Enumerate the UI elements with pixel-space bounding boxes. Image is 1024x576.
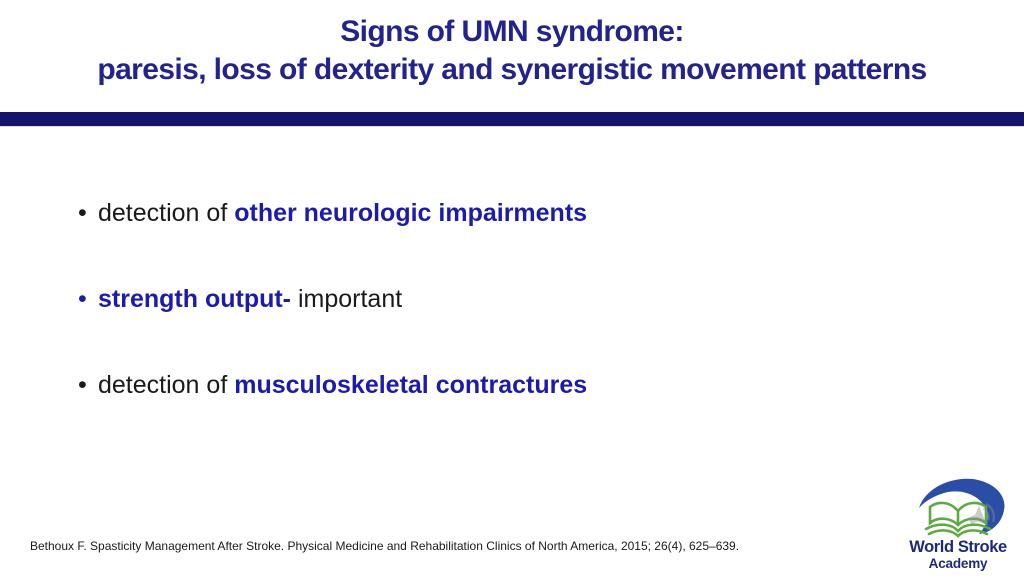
bullet-text-prefix: detection of (98, 199, 235, 227)
bullet-item-1: • detection of other neurologic impairmen… (78, 198, 587, 229)
slide-title-line1: Signs of UMN syndrome: (340, 15, 684, 48)
open-book-with-blue-swoosh-icon (919, 478, 1005, 538)
bullet-marker: • (78, 199, 87, 227)
bullet-text-prefix: detection of (98, 371, 235, 399)
bullet-marker: • (78, 285, 87, 313)
swoosh-shape (919, 478, 1005, 534)
speaker-watermark-icon (968, 503, 996, 526)
bullet-item-2: • strength output- important (78, 284, 587, 315)
bullet-item-3: • detection of musculoskeletal contractur… (78, 370, 587, 401)
bullet-text-highlight: other neurologic impairments (234, 199, 588, 227)
title-divider-bar (0, 112, 1024, 126)
bullet-list: • detection of other neurologic impairmen… (78, 198, 587, 456)
citation-text: Bethoux F. Spasticity Management After S… (30, 539, 740, 553)
logo-text-subname: Academy (928, 556, 988, 571)
open-book-shape (924, 501, 992, 538)
logo-text-name: World Stroke (909, 538, 1007, 556)
bullet-text-suffix: important (291, 285, 403, 313)
bullet-text-highlight: strength output- (98, 285, 292, 313)
slide-title-line2: paresis, loss of dexterity and synergist… (97, 53, 927, 86)
slide-title: Signs of UMN syndrome: paresis, loss of … (0, 13, 1024, 89)
bullet-marker: • (78, 371, 87, 399)
world-stroke-academy-logo: World Stroke Academy (902, 473, 1014, 572)
bullet-text-highlight: musculoskeletal contractures (234, 371, 588, 399)
